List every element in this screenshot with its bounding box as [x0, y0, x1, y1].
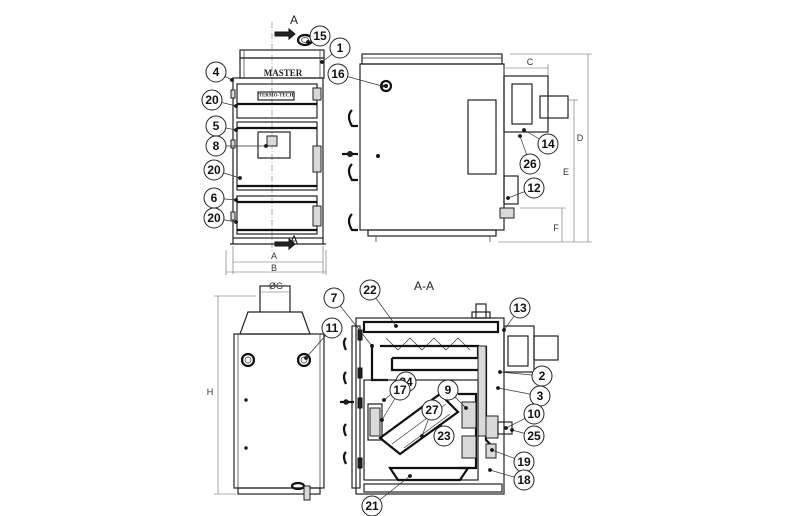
- callout-bubble-side-12: [523, 177, 545, 199]
- callout-label-section-22: 22: [363, 283, 377, 297]
- callout-label-section-13: 13: [513, 301, 527, 315]
- dim-e: E: [563, 167, 569, 177]
- callout-dot-front-20: [234, 220, 238, 224]
- callout-dot-section-25: [510, 428, 514, 432]
- callout-dot-section-7: [370, 344, 374, 348]
- dim-d: D: [577, 133, 584, 143]
- callout-label-section-7: 7: [331, 291, 338, 305]
- callout-label-front-20: 20: [207, 211, 221, 225]
- callout-bubble-section-23: [433, 425, 455, 447]
- callout-bubble-side-26: [519, 153, 541, 175]
- callout-label-section-18: 18: [517, 473, 531, 487]
- callout-dot-front-20: [234, 104, 238, 108]
- callout-bubble-section-10: [523, 403, 545, 425]
- callout-bubble-section-7: [323, 287, 345, 309]
- callout-dot-side-16: [380, 84, 384, 88]
- callout-bubble-section-22: [359, 279, 381, 301]
- front-view: A A MASTER TERMO-TECH: [225, 13, 327, 275]
- callout-label-back-11: 11: [326, 321, 339, 335]
- callout-label-front-4: 4: [213, 65, 220, 79]
- callout-dot-section-22: [394, 324, 398, 328]
- callout-bubble-back-11: [321, 317, 343, 339]
- callout-label-side-14: 14: [541, 137, 555, 151]
- callout-dot-front-5: [234, 128, 238, 132]
- callout-label-section-23: 23: [437, 429, 451, 443]
- callout-dot-section-21: [408, 474, 412, 478]
- callout-label-section-21: 21: [365, 499, 379, 513]
- callout-dot-section-3: [496, 386, 500, 390]
- callout-label-side-12: 12: [527, 181, 541, 195]
- section-title: A-A: [414, 279, 434, 293]
- callout-bubble-front-20: [201, 89, 223, 111]
- callout-label-section-9: 9: [445, 383, 452, 397]
- callout-label-front-1: 1: [337, 41, 344, 55]
- callout-dot-front-1: [320, 60, 324, 64]
- callout-dot-front-15: [306, 40, 310, 44]
- callout-dot-section-2: [498, 370, 502, 374]
- callout-dot-section-27: [420, 434, 424, 438]
- callout-label-front-6: 6: [211, 191, 218, 205]
- callout-label-section-10: 10: [527, 407, 541, 421]
- section-mark-bottom: A: [290, 233, 298, 247]
- callout-dot-front-20: [238, 176, 242, 180]
- callout-bubble-front-4: [205, 61, 227, 83]
- callout-label-side-26: 26: [523, 157, 537, 171]
- callout-dot-section-19: [490, 448, 494, 452]
- callout-bubble-section-25: [523, 425, 545, 447]
- callout-bubble-front-15: [309, 25, 331, 47]
- callout-dot-front-6: [234, 198, 238, 202]
- callout-label-front-20: 20: [205, 93, 219, 107]
- callout-label-side-16: 16: [331, 67, 345, 81]
- dim-f: F: [553, 223, 559, 233]
- dim-b: B: [271, 263, 277, 273]
- dim-h: H: [207, 387, 214, 397]
- callout-bubble-section-13: [509, 297, 531, 319]
- callout-dot-side-12: [506, 196, 510, 200]
- callout-bubble-front-8: [205, 135, 227, 157]
- dim-c: C: [527, 57, 534, 67]
- callout-label-front-5: 5: [213, 119, 220, 133]
- callout-label-section-19: 19: [517, 455, 531, 469]
- callout-bubble-side-14: [537, 133, 559, 155]
- callout-bubble-section-18: [513, 469, 535, 491]
- callout-dot-section-9: [464, 406, 468, 410]
- back-view: ØG H: [207, 281, 325, 501]
- callout-label-front-8: 8: [213, 139, 220, 153]
- callout-bubbles: 1514205820620161426121172213232417927102…: [201, 25, 559, 516]
- callout-dot-section-17: [380, 418, 384, 422]
- callout-dot-section-24: [382, 398, 386, 402]
- brand-label: MASTER: [264, 68, 303, 78]
- callout-label-section-25: 25: [527, 429, 541, 443]
- callout-bubble-section-21: [361, 495, 383, 516]
- callout-bubble-section-9: [437, 379, 459, 401]
- callout-dot-side-14: [522, 128, 526, 132]
- callout-dot-back-11: [304, 356, 308, 360]
- plate-label: TERMO-TECH: [259, 94, 294, 99]
- dim-g: ØG: [269, 281, 283, 291]
- callout-label-section-17: 17: [393, 383, 407, 397]
- callout-dot-section-13: [502, 328, 506, 332]
- callout-label-section-3: 3: [537, 389, 544, 403]
- callout-dot-section-10: [504, 426, 508, 430]
- callout-label-front-20: 20: [207, 163, 221, 177]
- callout-label-section-2: 2: [539, 369, 546, 383]
- callout-dot-front-4: [230, 78, 234, 82]
- callout-label-section-27: 27: [425, 403, 439, 417]
- callout-label-front-15: 15: [313, 29, 327, 43]
- callout-dot-side-26: [518, 134, 522, 138]
- section-view: A-A: [340, 279, 559, 495]
- callout-bubble-front-20: [203, 159, 225, 181]
- callout-bubble-front-1: [329, 37, 351, 59]
- callout-bubble-section-17: [389, 379, 411, 401]
- callout-bubble-front-20: [203, 207, 225, 229]
- callout-dot-section-18: [488, 468, 492, 472]
- side-view: C D E F: [342, 53, 592, 243]
- callout-bubble-side-16: [327, 63, 349, 85]
- section-mark-top: A: [290, 13, 298, 27]
- dim-a: A: [271, 251, 277, 261]
- callout-dot-front-8: [264, 144, 268, 148]
- callout-bubble-section-27: [421, 399, 443, 421]
